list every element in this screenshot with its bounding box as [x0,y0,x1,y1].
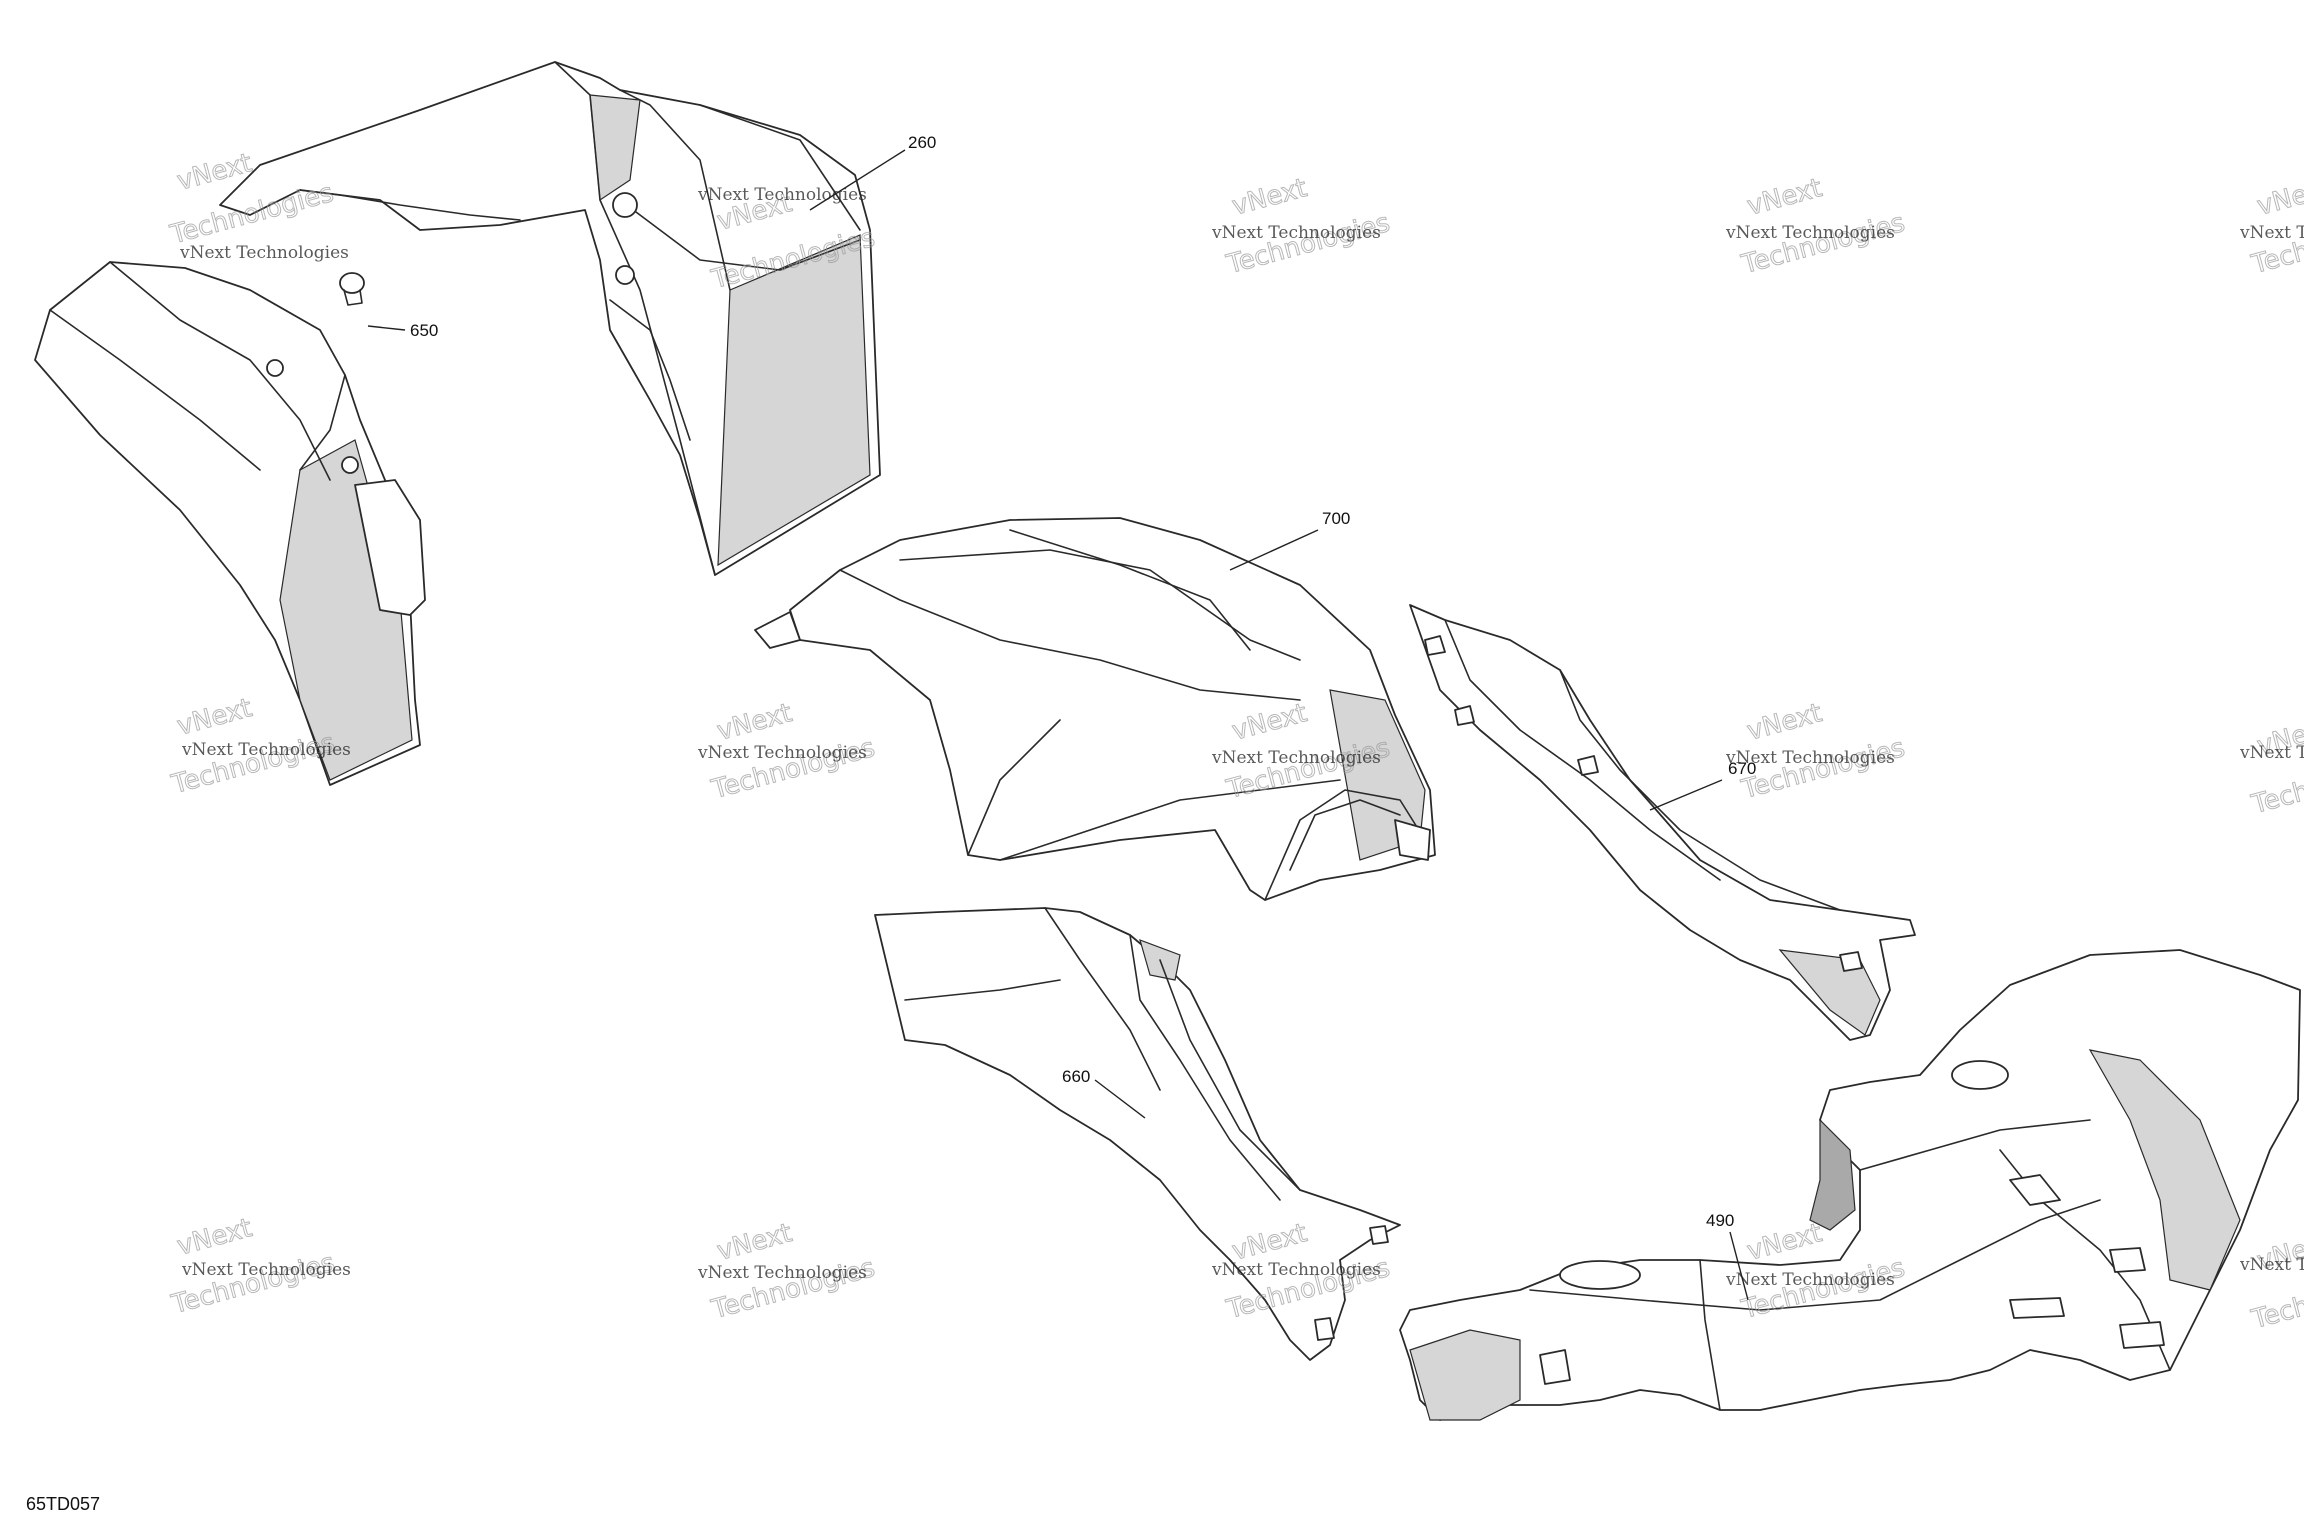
svg-text:vNext: vNext [1229,173,1310,222]
svg-text:Technologies: Technologies [168,728,338,800]
mount-hole-icon [266,359,284,377]
leader-line [809,149,906,211]
svg-text:vNext: vNext [1744,698,1825,747]
svg-text:Technologies: Technologies [1223,208,1393,280]
callout-700: 700 [1322,509,1350,528]
svg-text:vNext: vNext [2254,173,2304,222]
svg-text:Technologies: Technologies [1738,208,1908,280]
watermark-text: vNext Technologies [179,243,349,263]
svg-text:vNext: vNext [714,698,795,747]
callout-650: 650 [410,321,438,340]
leader-line [1094,1079,1146,1119]
watermark: vNext Technologies [167,1213,338,1321]
watermark-text: vNext Technologies [2239,743,2304,763]
part-650-clip [339,272,365,306]
watermark-text: vNext Technologies [1725,748,1895,768]
watermark-text: vNext Technologies [181,740,351,760]
cup-opening-icon [1951,1060,2009,1090]
mount-hole-icon [341,456,359,474]
watermark: vNext Technologies [1737,698,1908,806]
part-260 [219,61,881,576]
svg-text:vNext: vNext [174,1213,255,1262]
leader-line [1649,779,1723,811]
callouts: 260 650 700 670 660 490 [367,133,1756,1301]
watermark-text: vNext Technologies [1211,748,1381,768]
watermark-text: vNext Technologies [2239,223,2304,243]
watermark-text: vNext Technologies [697,743,867,763]
part-660 [874,907,1401,1361]
callout-260: 260 [908,133,936,152]
mount-hole-icon [612,192,638,218]
svg-text:vNext: vNext [1744,173,1825,222]
leader-line [1729,1231,1749,1301]
callout-670: 670 [1728,759,1756,778]
svg-text:Technologies: Technologies [2248,208,2304,280]
callout-660: 660 [1062,1067,1090,1086]
callout-490: 490 [1706,1211,1734,1230]
watermark-text: vNext Technologies [1725,223,1895,243]
watermark-text: vNext Technologies [1211,1260,1381,1280]
watermark-text: vNext Technologies [181,1260,351,1280]
svg-text:vNext: vNext [174,693,255,742]
part-left-fender [34,261,426,786]
watermark-text: vNext Technologies [2239,1255,2304,1275]
watermark-text: vNext Technologies [697,185,867,205]
watermark: vNext Technologies [1222,173,1393,281]
watermark-text: vNext Technologies [1725,1270,1895,1290]
svg-text:Technologies: Technologies [1738,733,1908,805]
watermark-text: vNext Technologies [697,1263,867,1283]
mount-hole-icon [615,265,635,285]
svg-text:Technologies: Technologies [168,1248,338,1320]
cup-opening-icon [1559,1260,1641,1290]
svg-text:vNext: vNext [714,1218,795,1267]
part-490 [1399,949,2301,1421]
watermark: vNext Technologies [1737,173,1908,281]
watermark-text: vNext Technologies [1211,223,1381,243]
part-700 [754,517,1436,901]
part-670 [1409,604,1916,1041]
svg-text:vNext: vNext [1744,1218,1825,1267]
leader-line [1229,529,1319,571]
figure-id: 65TD057 [26,1494,100,1514]
leader-line [367,325,406,331]
watermark: vNext Technologies [2247,173,2304,281]
